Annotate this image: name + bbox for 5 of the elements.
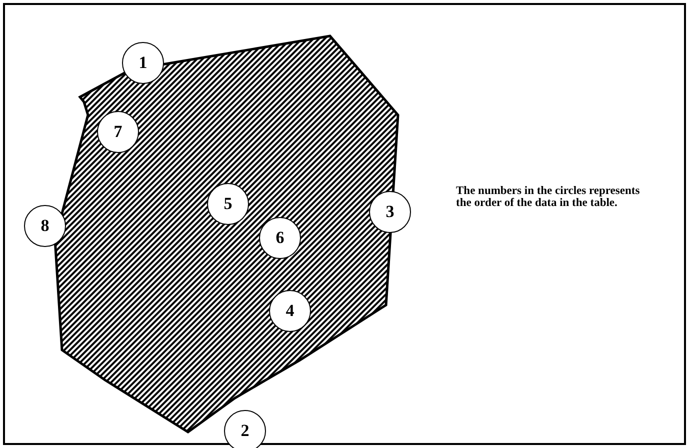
note-text: The numbers in the circles represents the order of the data in the table. (456, 185, 641, 209)
numbered-circle: 3 (369, 191, 411, 233)
numbered-circle: 1 (122, 42, 164, 84)
numbered-circle: 8 (24, 205, 66, 247)
numbered-circle: 2 (224, 410, 266, 448)
